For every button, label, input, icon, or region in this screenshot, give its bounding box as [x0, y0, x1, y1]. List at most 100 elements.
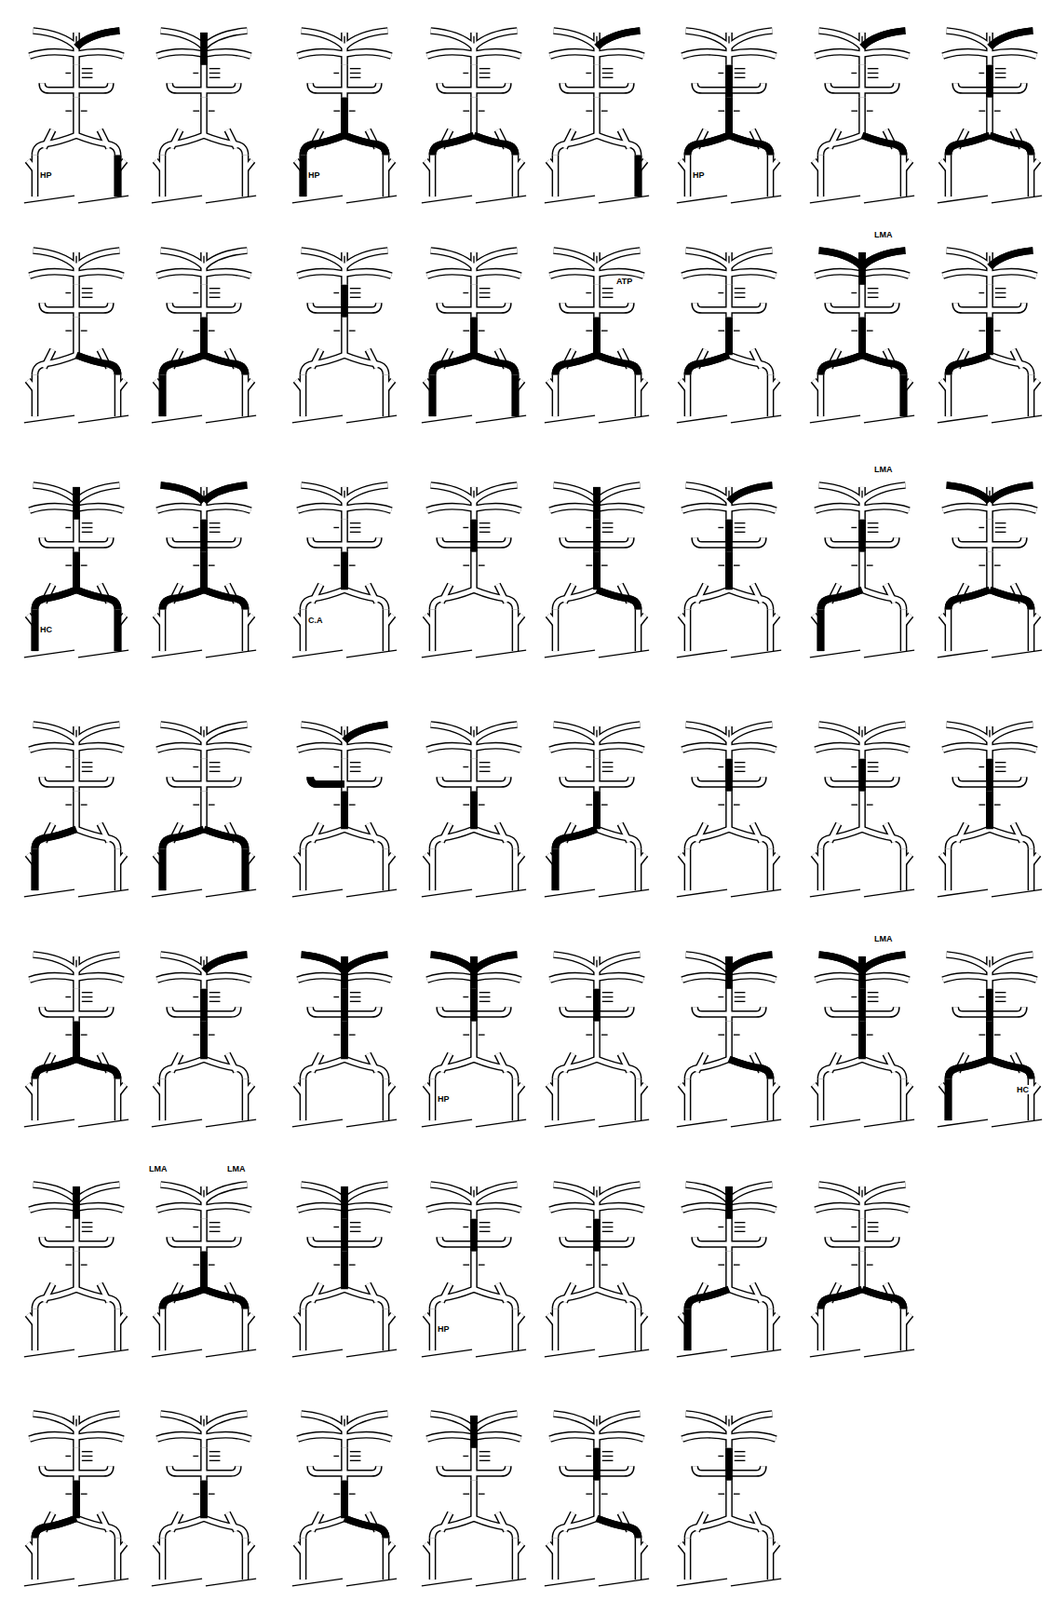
- vessel-segment: [554, 354, 597, 375]
- vessel-segment: [203, 1006, 239, 1014]
- vessel-schematic: HC: [20, 464, 136, 665]
- vessel-drawing: [148, 475, 260, 662]
- vessel-segment: [203, 776, 239, 784]
- vessel-segment: [202, 791, 207, 830]
- vessel-segment: [342, 552, 348, 591]
- vessel-segment: [994, 1033, 1001, 1035]
- vessel-segment: [676, 889, 728, 897]
- vessel-segment: [694, 537, 729, 545]
- vessel-segment: [203, 1184, 247, 1201]
- vessel-segment: [192, 109, 200, 111]
- vessel-segment: [850, 109, 858, 111]
- vessel-segment: [727, 32, 732, 66]
- vessel-segment: [344, 271, 392, 276]
- vessel-segment: [858, 988, 866, 1022]
- vessel-segment: [860, 791, 865, 830]
- vessel-segment: [864, 195, 915, 203]
- vessel-segment: [342, 65, 348, 98]
- vessel-segment: [862, 250, 905, 267]
- vessel-segment: [425, 1083, 433, 1094]
- vessel-segment: [730, 415, 782, 423]
- vessel-segment: [346, 649, 397, 658]
- vessel-segment: [937, 649, 988, 658]
- vessel-segment: [344, 954, 388, 971]
- vessel-segment: [987, 486, 993, 520]
- vessel-segment: [867, 522, 879, 524]
- vessel-segment: [676, 649, 728, 658]
- vessel-segment: [74, 519, 80, 553]
- vessel-segment: [202, 729, 204, 738]
- vessel-segment: [989, 485, 1033, 501]
- vessel-segment: [115, 375, 121, 418]
- vessel-segment: [432, 589, 474, 609]
- vessel-segment: [729, 828, 771, 849]
- vessel-segment: [820, 1058, 863, 1079]
- vessel-segment: [472, 791, 477, 830]
- vessel-segment: [203, 828, 246, 849]
- vessel-drawing: [806, 945, 918, 1132]
- vessel-segment: [427, 271, 474, 276]
- vessel-segment: [594, 552, 600, 591]
- vessel-segment: [300, 1079, 306, 1121]
- vessel-segment: [209, 292, 221, 294]
- vessel-segment: [200, 726, 208, 759]
- vessel-segment: [862, 745, 909, 750]
- vessel-segment: [157, 506, 204, 511]
- vessel-segment: [342, 791, 348, 830]
- vessel-segment: [346, 195, 397, 203]
- vessel-segment: [729, 135, 771, 155]
- vessel-segment: [29, 975, 77, 980]
- vessel-segment: [342, 97, 348, 136]
- vessel-segment: [594, 65, 600, 98]
- vessel-segment: [687, 828, 729, 849]
- vessel-segment: [200, 97, 208, 136]
- vessel-segment: [729, 506, 776, 511]
- vessel-segment: [585, 564, 593, 566]
- vessel-segment: [76, 135, 119, 155]
- vessel-segment: [596, 271, 644, 276]
- vessel-segment: [553, 485, 597, 501]
- vessel-segment: [301, 724, 345, 741]
- vessel-segment: [41, 82, 77, 91]
- vessel-segment: [74, 1021, 80, 1060]
- vessel-segment: [862, 724, 905, 741]
- vessel-segment: [862, 954, 905, 971]
- vessel-segment: [202, 252, 207, 285]
- vessel-drawing: [288, 715, 401, 902]
- vessel-segment: [554, 135, 597, 155]
- vessel-segment: [955, 776, 990, 784]
- vessel-segment: [301, 30, 345, 47]
- vessel-segment: [202, 32, 207, 66]
- vessel-segment: [344, 135, 387, 155]
- vessel-segment: [955, 82, 990, 91]
- vessel-segment: [344, 506, 392, 511]
- vessel-segment: [867, 766, 879, 768]
- vessel-segment: [554, 589, 597, 609]
- vessel-segment: [861, 490, 863, 499]
- vessel-segment: [989, 828, 1032, 849]
- vessel-segment: [634, 155, 643, 198]
- vessel-segment: [943, 745, 990, 750]
- vessel-segment: [734, 761, 746, 763]
- vessel-segment: [995, 770, 1007, 772]
- vessel-segment: [867, 991, 879, 993]
- vessel-segment: [987, 65, 993, 98]
- vessel-segment: [995, 297, 1007, 298]
- vessel-segment: [34, 135, 77, 155]
- vessel-segment: [943, 271, 990, 276]
- vessel-segment: [554, 589, 597, 609]
- vessel-segment: [867, 770, 879, 772]
- vessel-segment: [819, 30, 863, 47]
- vessel-segment: [344, 828, 387, 849]
- vessel-segment: [815, 975, 863, 980]
- vessel-segment: [989, 745, 1037, 750]
- vessel-segment: [553, 250, 597, 267]
- vessel-segment: [76, 537, 111, 545]
- vessel-segment: [989, 776, 1025, 784]
- vessel-segment: [475, 889, 527, 897]
- vessel-segment: [302, 589, 345, 609]
- vessel-segment: [985, 988, 994, 1022]
- vessel-segment: [955, 776, 990, 784]
- vessel-segment: [686, 954, 729, 971]
- vessel-segment: [862, 271, 909, 276]
